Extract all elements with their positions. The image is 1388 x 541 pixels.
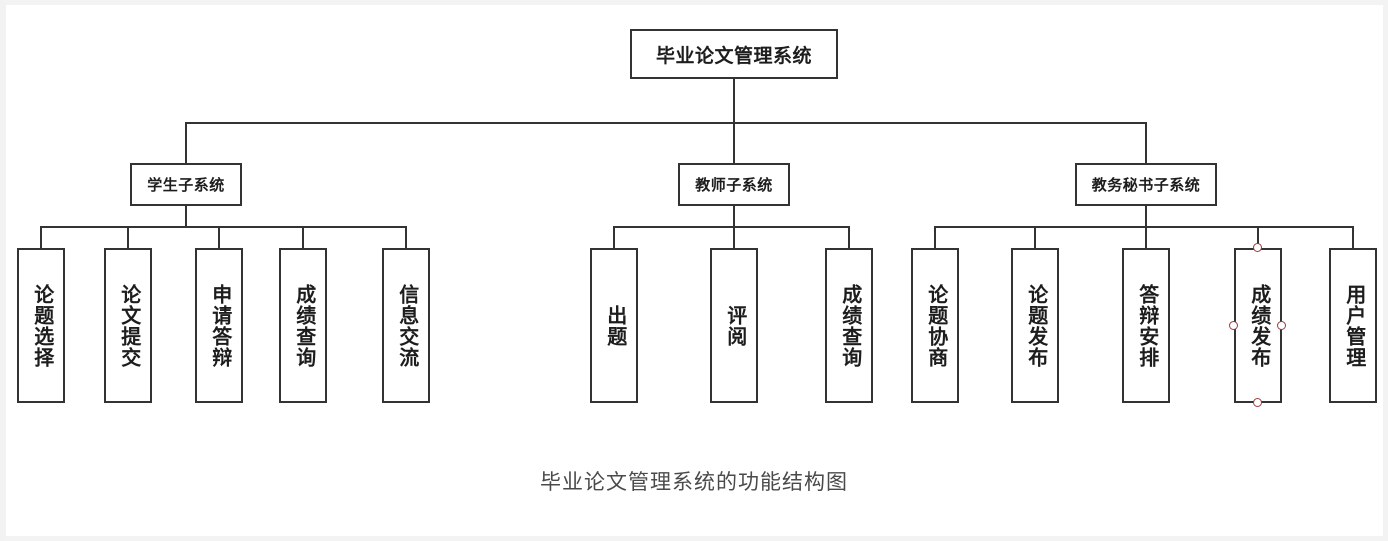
connector-secretary-leaf-1	[934, 226, 936, 248]
node-subsystem-teacher-label: 教师子系统	[695, 177, 773, 194]
selection-handle-top[interactable]	[1253, 243, 1262, 252]
connector-level1-bus	[185, 122, 1147, 124]
node-function-label: 出题	[603, 304, 626, 347]
node-root[interactable]: 毕业论文管理系统	[630, 29, 838, 79]
connector-student-leaf-5	[405, 226, 407, 248]
node-function-label: 成绩查询	[292, 283, 315, 368]
node-function-xinxi-jiaoliu[interactable]: 信息交流	[382, 248, 430, 403]
node-function-lunwen-tijiao[interactable]: 论文提交	[104, 248, 152, 403]
node-function-dabian-anpai[interactable]: 答辩安排	[1122, 248, 1170, 403]
node-root-label: 毕业论文管理系统	[655, 45, 812, 67]
node-function-shenqing-dabian[interactable]: 申请答辩	[195, 248, 243, 403]
connector-student-leaf-2	[127, 226, 129, 248]
node-function-label: 答辩安排	[1135, 283, 1158, 368]
node-function-label: 论题发布	[1024, 283, 1047, 368]
diagram-caption: 毕业论文管理系统的功能结构图	[540, 471, 848, 494]
node-subsystem-secretary-label: 教务秘书子系统	[1091, 177, 1201, 194]
connector-teacher-leaf-1	[613, 226, 615, 248]
node-function-chuti[interactable]: 出题	[590, 248, 638, 403]
connector-student-stem	[185, 206, 187, 228]
connector-teacher-leaf-2	[733, 226, 735, 248]
connector-secretary-leaf-2	[1034, 226, 1036, 248]
node-subsystem-secretary[interactable]: 教务秘书子系统	[1075, 163, 1217, 206]
node-function-pingyue[interactable]: 评阅	[710, 248, 758, 403]
node-function-lunti-xieshang[interactable]: 论题协商	[911, 248, 959, 403]
connector-secretary-bus	[934, 226, 1354, 228]
node-function-label: 评阅	[723, 304, 746, 347]
connector-student-bus	[40, 226, 407, 228]
node-subsystem-teacher[interactable]: 教师子系统	[678, 163, 790, 206]
node-function-label: 成绩发布	[1247, 283, 1270, 368]
connector-drop-teacher	[733, 122, 735, 164]
connector-student-leaf-4	[302, 226, 304, 248]
connector-teacher-bus	[613, 226, 850, 228]
node-function-lunti-fabu[interactable]: 论题发布	[1011, 248, 1059, 403]
node-function-chengji-chaxun-student[interactable]: 成绩查询	[279, 248, 327, 403]
node-function-label: 论题协商	[924, 283, 947, 368]
node-function-label: 申请答辩	[208, 283, 231, 368]
node-function-yonghu-guanli[interactable]: 用户管理	[1329, 248, 1377, 403]
node-function-label: 信息交流	[395, 283, 418, 368]
selection-handle-right[interactable]	[1277, 321, 1286, 330]
connector-student-leaf-1	[40, 226, 42, 248]
connector-secretary-leaf-3	[1145, 226, 1147, 248]
node-function-label: 论题选择	[30, 283, 53, 368]
node-function-lunti-xuanze[interactable]: 论题选择	[17, 248, 65, 403]
selection-handle-left[interactable]	[1229, 321, 1238, 330]
selection-handle-bottom[interactable]	[1253, 398, 1262, 407]
connector-teacher-leaf-3	[848, 226, 850, 248]
node-function-label: 论文提交	[117, 283, 140, 368]
connector-secretary-leaf-4	[1257, 226, 1259, 248]
node-function-chengji-fabu[interactable]: 成绩发布	[1234, 248, 1282, 403]
connector-drop-secretary	[1145, 122, 1147, 164]
connector-secretary-stem	[1145, 206, 1147, 228]
connector-drop-student	[185, 122, 187, 164]
connector-root-stem	[733, 79, 735, 123]
node-function-chengji-chaxun-teacher[interactable]: 成绩查询	[825, 248, 873, 403]
connector-teacher-stem	[733, 206, 735, 228]
connector-secretary-leaf-5	[1352, 226, 1354, 248]
node-function-label: 成绩查询	[838, 283, 861, 368]
node-subsystem-student[interactable]: 学生子系统	[130, 163, 242, 206]
node-function-label: 用户管理	[1342, 283, 1365, 368]
node-subsystem-student-label: 学生子系统	[147, 177, 225, 194]
connector-student-leaf-3	[218, 226, 220, 248]
